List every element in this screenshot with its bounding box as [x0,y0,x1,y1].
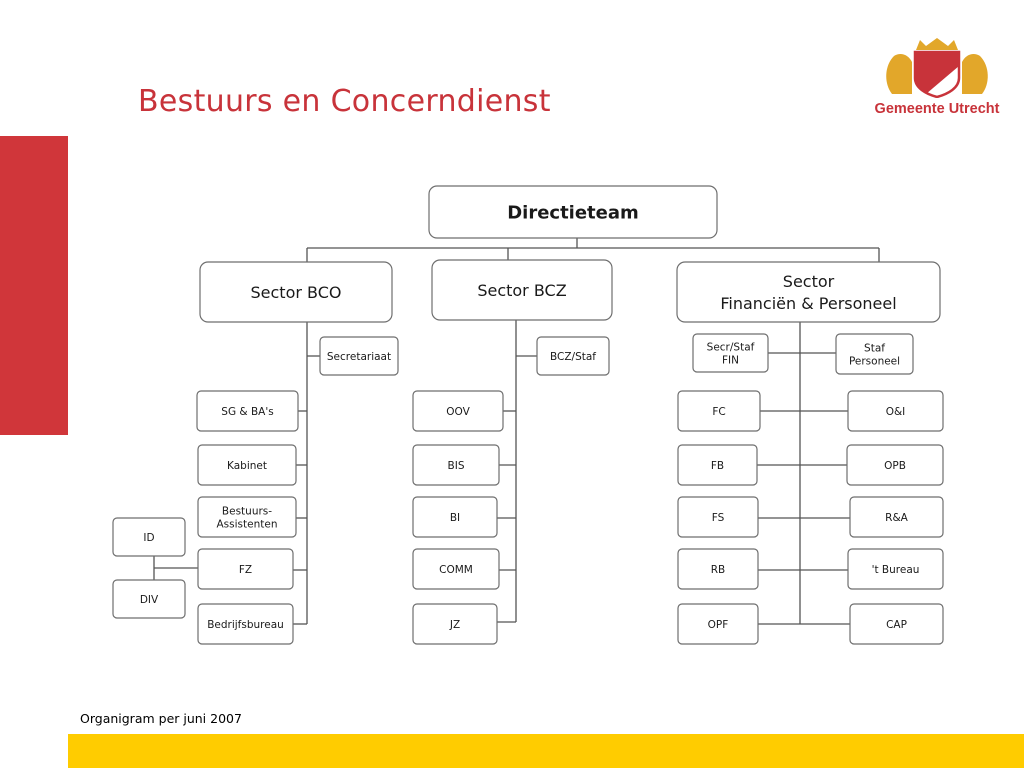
box-bco-unit: Kabinet [197,444,297,486]
box-label: FS [712,512,725,524]
box-secretariaat: Secretariaat [319,336,399,376]
box-bcz-unit: BI [412,496,498,538]
gemeente-utrecht-logo: Gemeente Utrecht [862,36,1012,122]
box-label: FB [711,460,724,472]
box-fp-unit-left: OPF [677,603,759,645]
box-label: Bestuurs- [222,505,272,517]
box-bco-sub: ID [112,517,186,557]
box-bco-sub: DIV [112,579,186,619]
box-fp-unit-right: O&I [847,390,944,432]
box-label: O&I [886,406,906,418]
box-label: DIV [140,594,159,606]
box-bcz-unit: JZ [412,603,498,645]
box-label: BI [450,512,460,524]
box-fp-unit-right: CAP [849,603,944,645]
box-bcz-unit: COMM [412,548,500,590]
logo-text: Gemeente Utrecht [874,101,1000,117]
box-bco-unit: Bedrijfsbureau [197,603,294,645]
slide-title: Bestuurs en Concerndienst [138,84,551,119]
accent-bar-yellow [68,734,1024,768]
box-label: Financiën & Personeel [720,294,896,313]
box-label: Directieteam [507,202,639,223]
box-label: Kabinet [227,460,267,472]
box-label: Secretariaat [327,351,391,363]
box-label: ID [143,532,154,544]
box-label: FIN [722,354,739,366]
box-label: Sector [783,272,835,291]
box-label: BIS [448,460,465,472]
box-bcz-unit: BIS [412,444,500,486]
box-label: Bedrijfsbureau [207,619,284,631]
box-fp-unit-left: FC [677,390,761,432]
box-fp-unit-left: FS [677,496,759,538]
box-label: CAP [886,619,907,631]
box-label: 't Bureau [872,564,920,576]
coat-of-arms-icon [886,38,988,99]
box-bco-unit: SG & BA's [196,390,299,432]
slide-footer: Organigram per juni 2007 [80,711,242,726]
box-label: Secr/Staf [707,341,755,353]
box-label: COMM [439,564,473,576]
box-label: Staf [864,342,885,354]
box-label: RB [711,564,726,576]
box-bcz-staf: BCZ/Staf [536,336,610,376]
box-sector-bcz: Sector BCZ [431,259,613,321]
connector-lines [153,238,880,625]
box-label: Sector BCO [251,283,342,302]
box-bcz-unit: OOV [412,390,504,432]
box-bco-unit: Bestuurs-Assistenten [197,496,297,538]
box-label: OOV [446,406,470,418]
box-fp-unit-right: 't Bureau [847,548,944,590]
box-fp-unit-left: FB [677,444,758,486]
box-label: BCZ/Staf [550,351,596,363]
box-fp-unit-right: R&A [849,496,944,538]
box-label: Sector BCZ [477,281,566,300]
accent-bar-red [0,136,68,435]
box-label: Assistenten [217,518,278,530]
box-label: JZ [449,619,460,631]
box-directieteam: Directieteam [428,185,718,239]
box-label: OPF [708,619,729,631]
box-label: FC [712,406,725,418]
box-label: FZ [239,564,252,576]
box-sector-bco: Sector BCO [199,261,393,323]
box-label: SG & BA's [221,406,273,418]
box-label: R&A [885,512,908,524]
box-bco-unit: FZ [197,548,294,590]
box-label: Personeel [849,355,900,367]
box-fp-unit-right: OPB [846,444,944,486]
box-label: OPB [884,460,906,472]
box-fp-unit-left: RB [677,548,759,590]
